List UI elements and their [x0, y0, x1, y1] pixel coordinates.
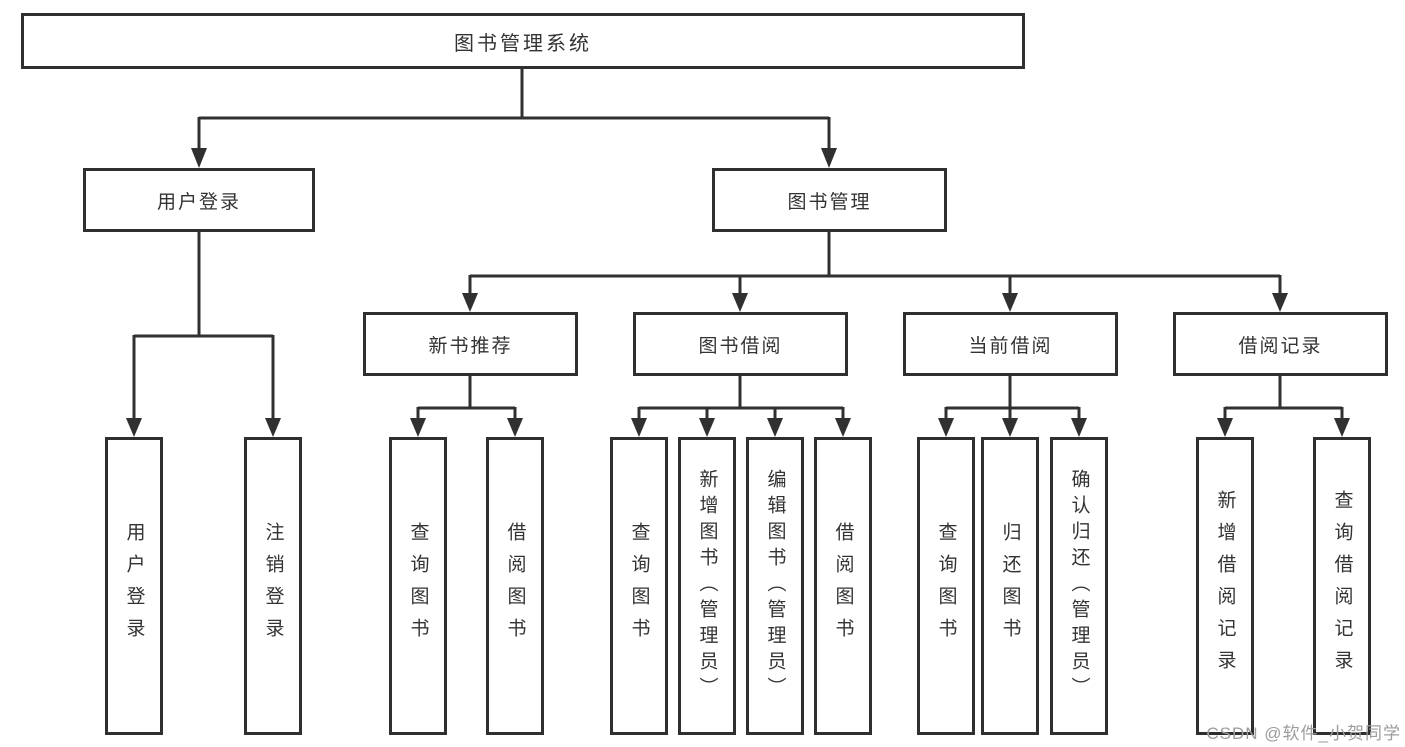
- leaf-borrow-query-books-label: 查询图书: [628, 522, 650, 650]
- node-book-borrow: 图书借阅: [633, 312, 848, 376]
- leaf-borrow-books-label: 借阅图书: [832, 522, 854, 650]
- node-borrow-records-label: 借阅记录: [1238, 335, 1323, 357]
- leaf-query-borrow-record: 查询借阅记录: [1313, 437, 1371, 735]
- leaf-recommend-query-books: 查询图书: [389, 437, 447, 735]
- leaf-edit-books-admin-label: 编辑图书（管理员）: [764, 469, 786, 703]
- leaf-logout-label: 注销登录: [262, 522, 284, 650]
- leaf-recommend-query-books-label: 查询图书: [407, 522, 429, 650]
- node-library-system-label: 图书管理系统: [454, 32, 592, 55]
- node-book-management-label: 图书管理: [787, 191, 872, 213]
- leaf-return-books: 归还图书: [981, 437, 1039, 735]
- leaf-borrow-query-books: 查询图书: [610, 437, 668, 735]
- node-book-borrow-label: 图书借阅: [698, 335, 783, 357]
- leaf-user-login: 用户登录: [105, 437, 163, 735]
- leaf-current-query-books-label: 查询图书: [935, 522, 957, 650]
- node-current-borrow-label: 当前借阅: [968, 335, 1053, 357]
- node-new-book-recommend-label: 新书推荐: [428, 335, 513, 357]
- node-book-management: 图书管理: [712, 168, 947, 232]
- leaf-confirm-return-admin-label: 确认归还（管理员）: [1068, 469, 1090, 703]
- leaf-add-borrow-record: 新增借阅记录: [1196, 437, 1254, 735]
- node-new-book-recommend: 新书推荐: [363, 312, 578, 376]
- leaf-recommend-borrow-books: 借阅图书: [486, 437, 544, 735]
- leaf-logout: 注销登录: [244, 437, 302, 735]
- leaf-current-query-books: 查询图书: [917, 437, 975, 735]
- node-library-system: 图书管理系统: [21, 13, 1025, 69]
- leaf-recommend-borrow-books-label: 借阅图书: [504, 522, 526, 650]
- leaf-confirm-return-admin: 确认归还（管理员）: [1050, 437, 1108, 735]
- node-current-borrow: 当前借阅: [903, 312, 1118, 376]
- leaf-user-login-label: 用户登录: [123, 522, 145, 650]
- leaf-add-books-admin-label: 新增图书（管理员）: [696, 469, 718, 703]
- csdn-watermark: CSDN @软件_小贺同学: [1206, 724, 1401, 743]
- leaf-edit-books-admin: 编辑图书（管理员）: [746, 437, 804, 735]
- leaf-query-borrow-record-label: 查询借阅记录: [1331, 490, 1353, 682]
- node-borrow-records: 借阅记录: [1173, 312, 1388, 376]
- leaf-add-books-admin: 新增图书（管理员）: [678, 437, 736, 735]
- node-user-login-label: 用户登录: [156, 191, 241, 213]
- node-user-login: 用户登录: [83, 168, 315, 232]
- leaf-borrow-books: 借阅图书: [814, 437, 872, 735]
- leaf-add-borrow-record-label: 新增借阅记录: [1214, 490, 1236, 682]
- leaf-return-books-label: 归还图书: [999, 522, 1021, 650]
